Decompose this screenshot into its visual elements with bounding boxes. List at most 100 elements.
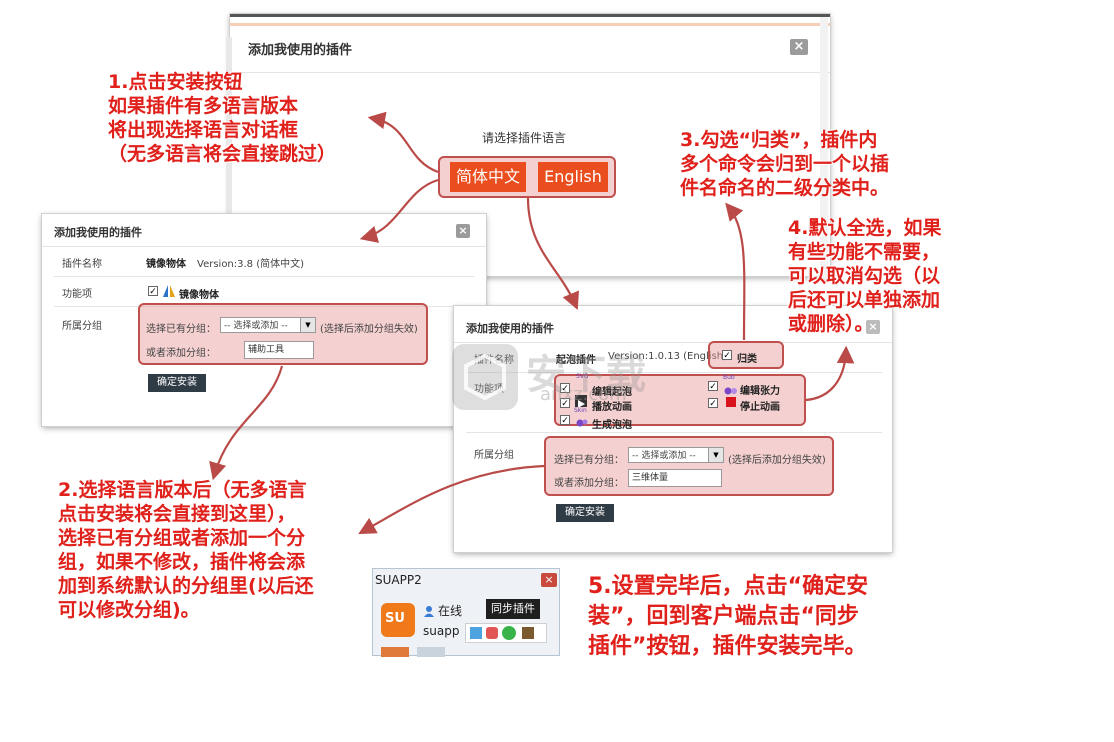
stop-icon bbox=[726, 397, 736, 407]
skin-icon-tag: Skin bbox=[574, 407, 587, 414]
note-5: 5.设置完毕后，点击“确定安 装”，回到客户端点击“同步 插件”按钮，插件安装完… bbox=[588, 572, 868, 662]
group-select[interactable]: -- 选择或添加 -- ▼ bbox=[628, 447, 724, 463]
dialog-title: 添加我使用的插件 bbox=[466, 322, 554, 335]
function-item-label: 停止动画 bbox=[740, 402, 780, 413]
note-2-line: 组，如果不修改，插件将会添 bbox=[58, 551, 306, 573]
arrow-lang-to-left bbox=[359, 178, 439, 243]
classify-label: 归类 bbox=[737, 354, 757, 365]
title-separator bbox=[42, 246, 486, 247]
english-language-button[interactable]: English bbox=[538, 162, 608, 192]
bub-icon-tag: Bub bbox=[723, 374, 735, 381]
close-icon[interactable]: × bbox=[866, 320, 880, 334]
plugin-version: Version:1.0.13 (English) bbox=[608, 351, 728, 362]
watermark-logo bbox=[452, 344, 518, 410]
dialog-orange-strip bbox=[230, 23, 830, 26]
note-2-line: 可以修改分组)。 bbox=[58, 599, 200, 621]
note-3-line: 3.勾选“归类”，插件内 bbox=[680, 129, 878, 151]
sync-icon[interactable] bbox=[502, 626, 516, 640]
chinese-language-button[interactable]: 简体中文 bbox=[450, 162, 526, 192]
add-group-label: 或者添加分组： bbox=[554, 478, 624, 489]
note-4-line: 后还可以单独添加 bbox=[788, 289, 941, 311]
function-item-label: 播放动画 bbox=[592, 402, 632, 413]
toolbar-icons bbox=[465, 623, 547, 643]
note-2: 2.选择语言版本后（无多语言 点击安装将会直接到这里）， 选择已有分组或者添加一… bbox=[58, 478, 314, 622]
note-4-line: 4.默认全选，如果 bbox=[788, 217, 942, 239]
add-group-input[interactable]: 三维体量 bbox=[628, 469, 722, 487]
language-prompt: 请选择插件语言 bbox=[482, 131, 567, 145]
note-5-line: 装”，回到客户端点击“同步 bbox=[588, 604, 859, 629]
arrow-note3-to-classify bbox=[725, 202, 746, 341]
svg-icon-tag: SVG bbox=[576, 373, 589, 380]
watermark-text: 安下载 bbox=[526, 352, 646, 398]
note-5-line: 5.设置完毕后，点击“确定安 bbox=[588, 574, 869, 599]
function-checkbox[interactable]: ✓ bbox=[560, 383, 570, 394]
group-select-value: -- 选择或添加 -- bbox=[224, 321, 288, 331]
chevron-down-icon[interactable]: ▼ bbox=[708, 448, 723, 462]
gift-icon[interactable] bbox=[486, 627, 498, 639]
chevron-down-icon[interactable]: ▼ bbox=[300, 318, 315, 332]
title-separator bbox=[454, 342, 892, 343]
note-1-line: （无多语言将会直接跳过） bbox=[108, 143, 337, 165]
function-checkbox[interactable]: ✓ bbox=[560, 398, 570, 409]
row-separator bbox=[54, 276, 474, 277]
note-2-line: 2.选择语言版本后（无多语言 bbox=[58, 479, 307, 501]
online-status[interactable]: 在线 bbox=[438, 604, 463, 618]
row-separator bbox=[466, 372, 882, 373]
install-dialog-right: 添加我使用的插件 插件名称 起泡插件 Version:1.0.13 (Engli… bbox=[454, 306, 892, 552]
note-1-line: 1.点击安装按钮 bbox=[108, 71, 243, 93]
note-3: 3.勾选“归类”，插件内 多个命令会归到一个以插 件名命名的二级分类中。 bbox=[680, 128, 889, 200]
classify-highlight bbox=[708, 341, 784, 369]
classify-checkbox[interactable]: ✓ bbox=[722, 350, 732, 361]
functions-highlight bbox=[554, 374, 806, 426]
note-3-line: 件名命名的二级分类中。 bbox=[680, 177, 890, 199]
function-label: 功能项 bbox=[474, 384, 504, 395]
suapp-title: SUAPP2 bbox=[375, 573, 422, 587]
function-checkbox[interactable]: ✓ bbox=[708, 398, 718, 409]
bottom-tab-home-icon[interactable] bbox=[381, 647, 409, 657]
function-item-label: 生成泡泡 bbox=[592, 420, 632, 431]
group-label: 所属分组 bbox=[62, 321, 102, 332]
function-label: 功能项 bbox=[62, 289, 92, 300]
function-checkbox[interactable]: ✓ bbox=[148, 286, 158, 297]
user-icon bbox=[423, 602, 435, 617]
note-2-line: 选择已有分组或者添加一个分 bbox=[58, 527, 306, 549]
select-group-label: 选择已有分组： bbox=[146, 324, 216, 335]
install-button[interactable]: 确定安装 bbox=[556, 504, 614, 522]
bubble-icon bbox=[576, 413, 588, 432]
sync-tooltip: 同步插件 bbox=[486, 599, 540, 619]
close-icon[interactable]: × bbox=[541, 573, 557, 587]
note-5-line: 插件”按钮，插件安装完毕。 bbox=[588, 634, 867, 659]
plugin-version: Version:3.8 (简体中文) bbox=[197, 259, 305, 270]
close-icon[interactable]: × bbox=[790, 39, 808, 55]
arrow-note4-to-funcs bbox=[805, 345, 855, 402]
select-hint: (选择后添加分组失效) bbox=[320, 324, 418, 335]
plugin-name-label: 插件名称 bbox=[62, 259, 102, 270]
right-scroll-edge bbox=[820, 17, 828, 279]
plugin-name-value: 镜像物体 bbox=[146, 259, 186, 270]
home-icon[interactable] bbox=[470, 627, 482, 639]
add-group-label: 或者添加分组： bbox=[146, 348, 216, 359]
function-checkbox[interactable]: ✓ bbox=[560, 415, 570, 426]
add-group-input[interactable]: 辅助工具 bbox=[244, 341, 314, 359]
note-4-line: 有些功能不需要， bbox=[788, 241, 941, 263]
tools-icon[interactable] bbox=[522, 627, 534, 639]
bottom-tab-user-icon[interactable] bbox=[417, 647, 445, 657]
group-select-value: -- 选择或添加 -- bbox=[632, 451, 696, 461]
select-hint: (选择后添加分组失效) bbox=[728, 455, 826, 466]
suapp-logo: SU bbox=[381, 603, 415, 637]
function-item-label: 编辑张力 bbox=[740, 386, 780, 397]
group-select[interactable]: -- 选择或添加 -- ▼ bbox=[220, 317, 316, 333]
watermark-domain: anxz.com bbox=[540, 384, 627, 405]
arrow-right-group-to-note2 bbox=[358, 464, 545, 535]
close-icon[interactable]: × bbox=[456, 224, 470, 238]
suapp-window: SUAPP2 × SU 在线 suapp 同步插件 bbox=[372, 568, 560, 657]
note-4-line: 可以取消勾选（以 bbox=[788, 265, 941, 287]
function-checkbox[interactable]: ✓ bbox=[708, 381, 718, 392]
group-label: 所属分组 bbox=[474, 450, 514, 461]
note-1-line: 将出现选择语言对话框 bbox=[108, 119, 299, 141]
install-button[interactable]: 确定安装 bbox=[148, 374, 206, 392]
plugin-name-value: 起泡插件 bbox=[556, 355, 596, 366]
title-separator bbox=[230, 72, 830, 73]
dialog-title: 添加我使用的插件 bbox=[248, 43, 353, 58]
